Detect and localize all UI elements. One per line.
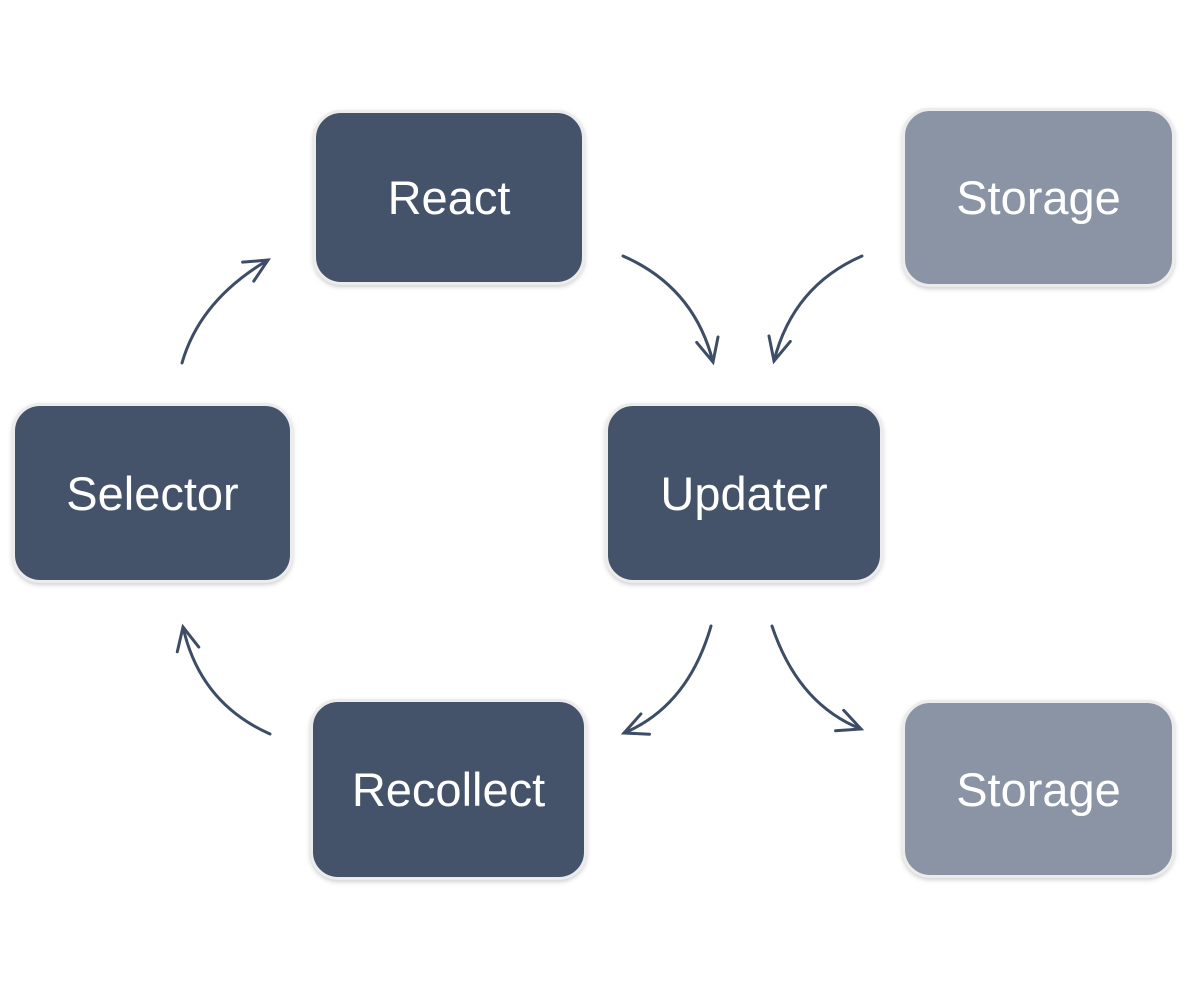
arrow-recollect-to-selector <box>175 623 272 736</box>
node-recollect: Recollect <box>310 699 587 880</box>
node-selector: Selector <box>12 403 293 583</box>
node-react: React <box>313 110 585 285</box>
node-updater: Updater <box>605 403 883 583</box>
arrow-selector-to-react <box>180 258 271 365</box>
node-updater-label: Updater <box>660 466 828 520</box>
node-storage-bottom-label: Storage <box>956 762 1121 816</box>
arrow-updater-to-recollect <box>620 624 713 736</box>
node-storage-top: Storage <box>902 108 1175 287</box>
node-selector-label: Selector <box>66 466 239 520</box>
arrow-react-to-updater <box>621 254 720 366</box>
arrow-updater-to-storage-bottom <box>770 624 865 733</box>
node-react-label: React <box>387 171 511 224</box>
node-storage-bottom: Storage <box>902 700 1175 878</box>
node-recollect-label: Recollect <box>351 763 546 816</box>
arrow-storage-top-to-updater <box>767 254 864 365</box>
node-storage-top-label: Storage <box>956 171 1121 224</box>
